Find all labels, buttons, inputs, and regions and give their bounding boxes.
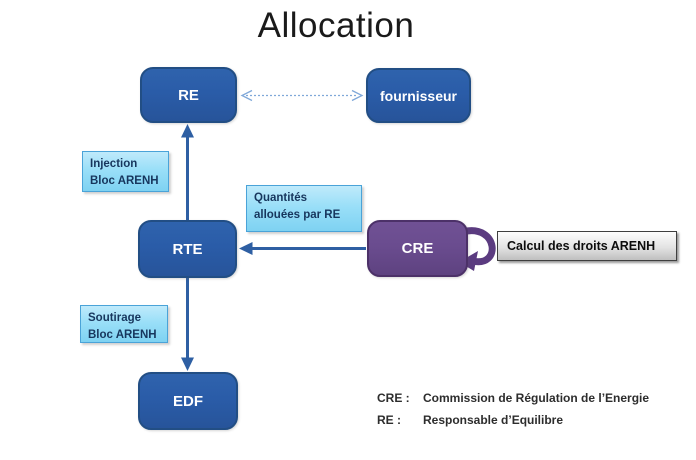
legend-cre-abbr: CRE : xyxy=(377,391,410,405)
arrow-cre-to-rte-icon xyxy=(239,242,366,255)
note-quantites-allouees: Quantités allouées par RE xyxy=(246,185,362,232)
arrow-rte-to-edf-icon xyxy=(181,277,194,371)
node-re-label: RE xyxy=(178,86,199,104)
legend-row-cre: CRE : Commission de Régulation de l’Ener… xyxy=(377,387,649,409)
arrow-rte-to-re-icon xyxy=(181,124,194,221)
note-injection-line2: Bloc ARENH xyxy=(90,174,159,187)
note-soutirage-line1: Soutirage xyxy=(88,312,142,324)
calcul-droits-arenh-box: Calcul des droits ARENH xyxy=(497,231,677,261)
legend: CRE : Commission de Régulation de l’Ener… xyxy=(377,387,649,431)
node-re: RE xyxy=(140,67,237,123)
note-injection-line1: Injection xyxy=(90,158,138,170)
node-cre-label: CRE xyxy=(401,240,434,257)
node-edf: EDF xyxy=(138,372,238,430)
node-fournisseur-label: fournisseur xyxy=(379,87,457,104)
node-edf-label: EDF xyxy=(173,392,203,410)
legend-row-re: RE : Responsable d’Equilibre xyxy=(377,409,649,431)
note-injection-bloc-arenh: Injection Bloc ARENH xyxy=(82,151,169,192)
node-rte-label: RTE xyxy=(172,240,203,258)
note-quantites-line2: allouées par RE xyxy=(254,208,341,221)
note-soutirage-line2: Bloc ARENH xyxy=(88,328,157,341)
node-fournisseur: fournisseur xyxy=(366,68,471,123)
legend-cre-text: Commission de Régulation de l’Energie xyxy=(423,391,650,405)
dotted-double-arrow-re-fournisseur-icon xyxy=(240,89,364,102)
legend-re-text: Responsable d’Equilibre xyxy=(423,413,564,427)
node-cre: CRE xyxy=(367,220,468,277)
diagram-title: Allocation xyxy=(257,6,415,45)
node-rte: RTE xyxy=(138,220,237,278)
calcul-droits-arenh-label: Calcul des droits ARENH xyxy=(507,239,656,253)
note-soutirage-bloc-arenh: Soutirage Bloc ARENH xyxy=(80,305,168,343)
legend-re-abbr: RE : xyxy=(377,413,401,427)
note-quantites-line1: Quantités xyxy=(254,192,308,204)
